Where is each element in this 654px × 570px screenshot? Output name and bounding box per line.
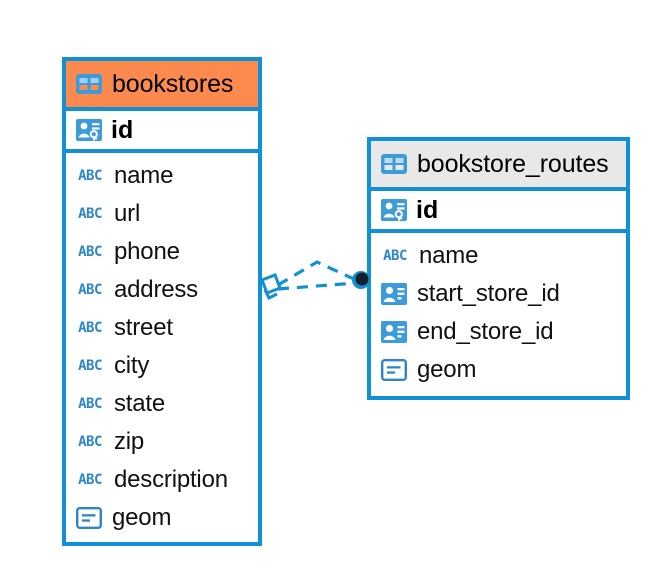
entity-field-phone[interactable]: ABC phone <box>66 233 258 271</box>
abc-text-icon: ABC <box>383 248 407 264</box>
relationship-link-upper <box>277 260 357 287</box>
abc-text-icon: ABC <box>78 282 102 298</box>
entity-table-bookstore-routes[interactable]: bookstore_routes id ABC name <box>367 137 630 400</box>
abc-text-icon: ABC <box>78 244 102 260</box>
diamond-marker <box>260 273 282 301</box>
entity-header-bookstore-routes[interactable]: bookstore_routes <box>371 141 626 191</box>
entity-field-id[interactable]: id <box>371 191 626 233</box>
geometry-blob-icon <box>380 356 408 384</box>
entity-field-label: id <box>416 195 439 224</box>
abc-text-icon: ABC <box>78 320 102 336</box>
entity-field-city[interactable]: ABC city <box>66 347 258 385</box>
table-icon <box>380 150 408 178</box>
entity-field-name[interactable]: ABC name <box>371 237 626 275</box>
entity-field-label: street <box>114 314 173 341</box>
entity-field-state[interactable]: ABC state <box>66 385 258 423</box>
primary-key-icon <box>75 116 103 144</box>
entity-table-bookstores[interactable]: bookstores id ABC name <box>62 57 262 546</box>
entity-field-list-bookstore-routes: ABC name start_store_id <box>371 233 626 389</box>
entity-field-name[interactable]: ABC name <box>66 157 258 195</box>
abc-text-icon: ABC <box>78 358 102 374</box>
entity-field-url[interactable]: ABC url <box>66 195 258 233</box>
entity-field-label: geom <box>112 504 172 531</box>
entity-field-street[interactable]: ABC street <box>66 309 258 347</box>
entity-field-label: state <box>114 390 166 417</box>
entity-field-label: name <box>114 162 174 189</box>
foreign-key-icon <box>380 318 408 346</box>
foreign-key-icon <box>380 280 408 308</box>
entity-field-geom[interactable]: geom <box>66 499 258 537</box>
entity-field-description[interactable]: ABC description <box>66 461 258 499</box>
entity-field-end-store-id[interactable]: end_store_id <box>371 313 626 351</box>
entity-field-label: geom <box>417 356 477 383</box>
abc-text-icon: ABC <box>78 168 102 184</box>
entity-field-label: id <box>111 115 134 144</box>
entity-field-start-store-id[interactable]: start_store_id <box>371 275 626 313</box>
entity-title: bookstore_routes <box>417 149 609 178</box>
entity-field-label: name <box>419 242 479 269</box>
entity-field-list-bookstores: ABC name ABC url ABC phone ABC address A… <box>66 153 258 537</box>
entity-field-zip[interactable]: ABC zip <box>66 423 258 461</box>
entity-field-id[interactable]: id <box>66 111 258 153</box>
table-icon <box>75 70 103 98</box>
relationship-link-lower <box>277 281 357 291</box>
abc-text-icon: ABC <box>78 434 102 450</box>
entity-field-label: zip <box>114 428 145 455</box>
entity-field-address[interactable]: ABC address <box>66 271 258 309</box>
entity-field-label: url <box>114 200 141 227</box>
abc-text-icon: ABC <box>78 206 102 222</box>
entity-field-label: description <box>114 466 228 493</box>
entity-header-bookstores[interactable]: bookstores <box>66 61 258 111</box>
entity-field-label: phone <box>114 238 180 265</box>
entity-field-label: city <box>114 352 150 379</box>
entity-field-label: address <box>114 276 198 303</box>
abc-text-icon: ABC <box>78 472 102 488</box>
entity-field-geom[interactable]: geom <box>371 351 626 389</box>
primary-key-icon <box>380 196 408 224</box>
geometry-blob-icon <box>75 504 103 532</box>
entity-field-label: end_store_id <box>417 318 554 345</box>
entity-field-label: start_store_id <box>417 280 560 307</box>
relationship-connector[interactable] <box>255 240 380 320</box>
entity-title: bookstores <box>112 69 234 98</box>
abc-text-icon: ABC <box>78 396 102 412</box>
